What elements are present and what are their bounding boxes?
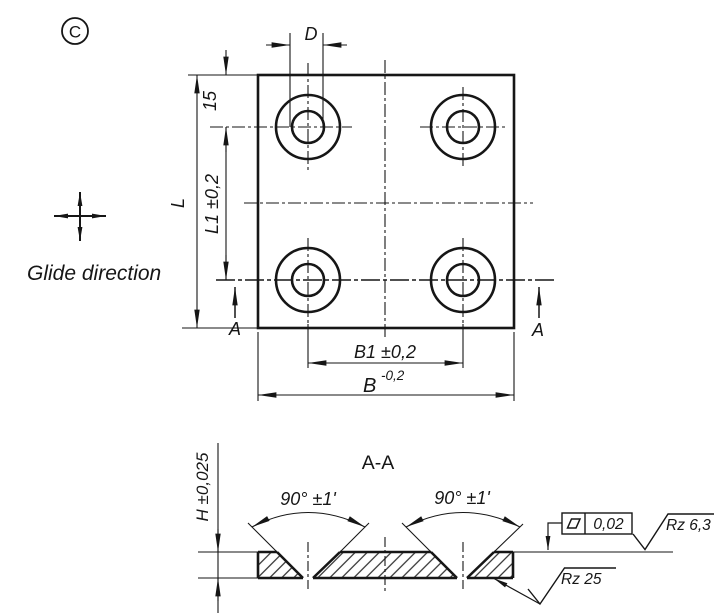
roughness-bottom-value: Rz 25 (561, 571, 602, 588)
angle-dims (251, 511, 521, 528)
angle-label-right: 90° ±1' (434, 488, 490, 508)
view-marker-letter: C (69, 23, 81, 42)
centerlines (210, 60, 533, 340)
flatness-symbol-icon (566, 518, 582, 529)
flatness-value: 0,02 (593, 516, 624, 533)
chamfer-extensions (247, 522, 524, 553)
section-label-left: A (228, 319, 241, 339)
hole-bore (290, 109, 326, 145)
dim-label-15: 15 (200, 90, 220, 111)
hole-bore (445, 262, 481, 298)
section-centerlines (307, 537, 464, 594)
roughness-symbol-icon (632, 513, 714, 551)
dim-label-b: B (363, 375, 376, 397)
view-marker-circle (61, 17, 89, 45)
hole-bore (445, 109, 481, 145)
dim-l (182, 74, 258, 329)
roughness-top-value: Rz 6,3 (666, 517, 711, 534)
roughness-top-callout: Rz 6,3 (632, 513, 714, 551)
view-marker: C (61, 17, 89, 45)
dim-b (257, 332, 515, 401)
section-view: A-A (193, 443, 714, 613)
dim-label-b-tolerance: -0,2 (381, 368, 405, 383)
plate-outline (256, 73, 516, 330)
glide-direction-cross-icon (54, 192, 106, 241)
section-title: A-A (362, 452, 395, 474)
hole-counterbore (429, 93, 497, 161)
holes (274, 93, 497, 314)
section-label-right: A (531, 320, 544, 340)
dim-label-b1: B1 ±0,2 (354, 342, 416, 362)
glide-direction-indicator: Glide direction (27, 192, 161, 285)
section-arrows (232, 287, 542, 318)
angle-label-left: 90° ±1' (280, 489, 336, 509)
roughness-symbol-icon (527, 567, 616, 606)
roughness-bottom-callout: Rz 25 (493, 567, 616, 606)
plan-view: D L 15 L1 ±0,2 A A B1 ±0,2 (168, 24, 556, 401)
hole-counterbore (274, 246, 342, 314)
dim-label-d: D (305, 24, 318, 44)
dim-label-l1: L1 ±0,2 (202, 174, 222, 234)
dim-label-h: H ±0,025 (193, 452, 212, 521)
hole-counterbore (274, 93, 342, 161)
dim-label-l: L (168, 198, 188, 208)
hole-bore (290, 262, 326, 298)
flatness-callout: 0,02 (545, 512, 633, 550)
dim-d (266, 33, 347, 127)
dim-b1 (307, 324, 464, 368)
dim-h (198, 443, 258, 613)
hole-counterbore (429, 246, 497, 314)
glide-direction-label: Glide direction (27, 262, 161, 285)
